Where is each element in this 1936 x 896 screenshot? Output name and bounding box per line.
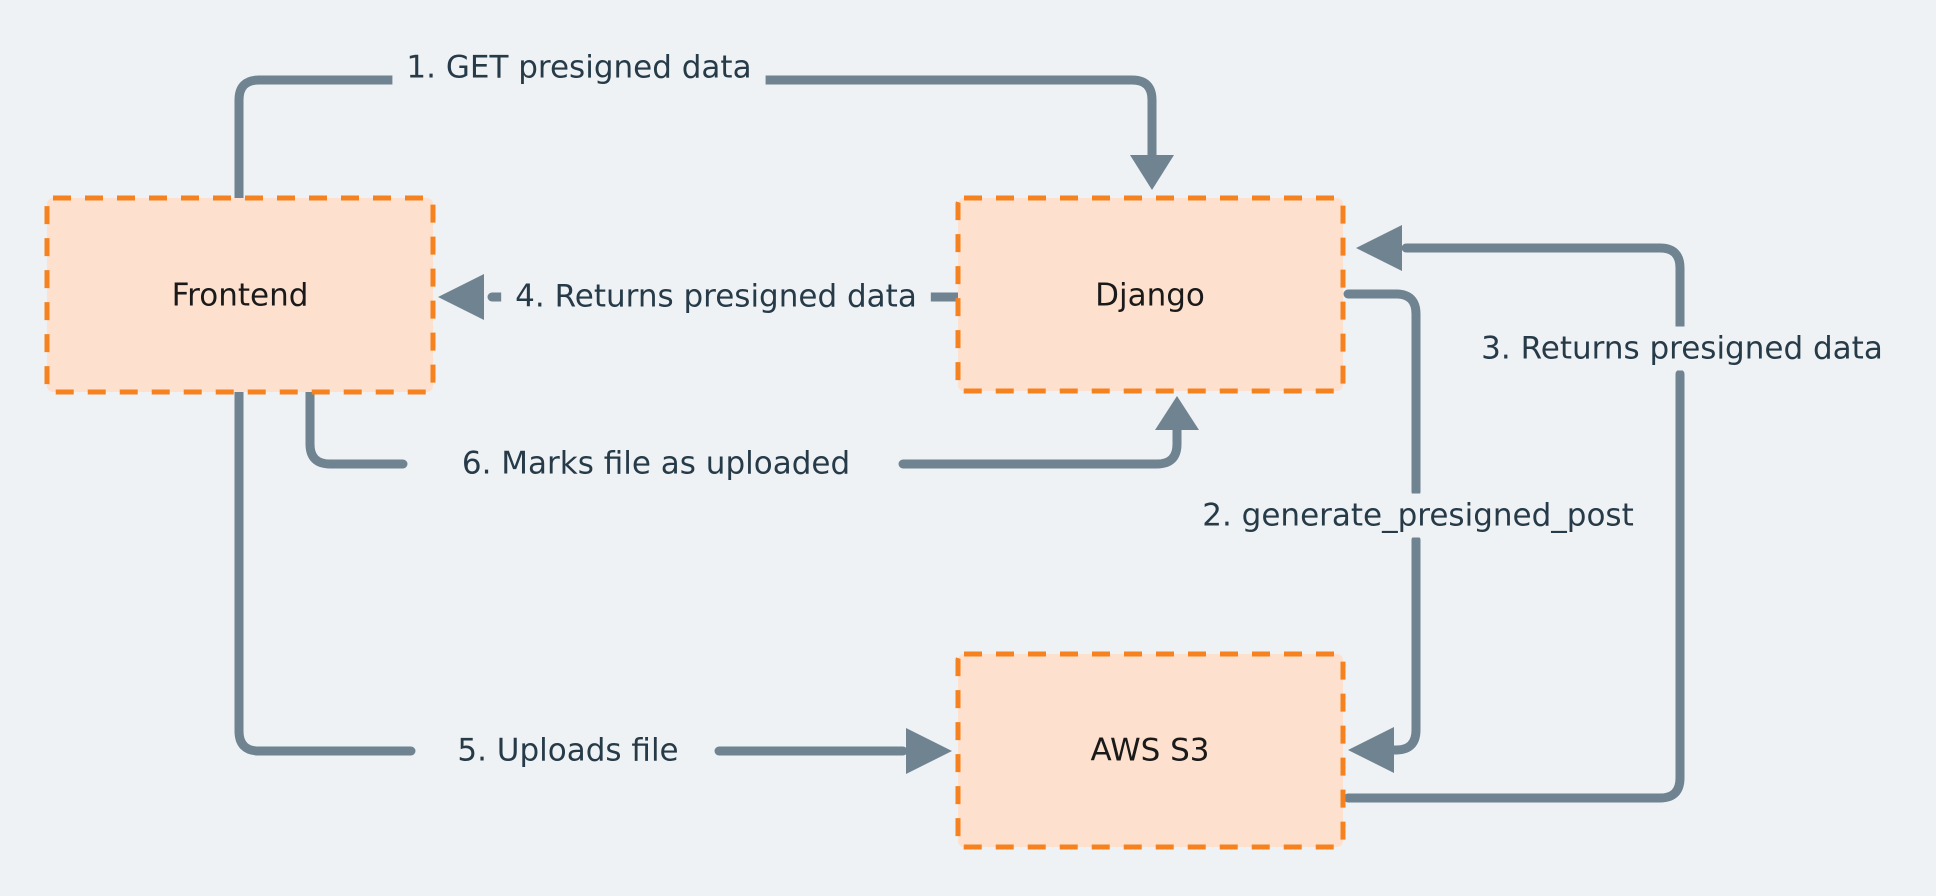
edge-group-6-marks-file-as-uploaded[interactable]: 6. Marks file as uploaded <box>305 387 1199 486</box>
edge-6-path-left <box>305 387 408 469</box>
edge-group-5-uploads-file[interactable]: 5. Uploads file <box>234 387 952 774</box>
edge-2-label-bg <box>1188 493 1648 538</box>
edge-2-arrowhead <box>1348 727 1394 773</box>
edge-3-label: 3. Returns presigned data <box>1481 331 1883 367</box>
node-aws-s3-label: AWS S3 <box>1090 733 1209 769</box>
edge-1-label: 1. GET presigned data <box>406 50 751 86</box>
edge-3-path-bottom <box>1343 369 1685 803</box>
node-django-label: Django <box>1095 278 1205 314</box>
edge-3-label-bg <box>1467 326 1897 371</box>
edge-6-label-bg <box>447 441 865 486</box>
node-aws-s3-rect <box>955 651 1346 850</box>
edge-3-arrowhead <box>1356 225 1402 271</box>
edge-1-arrowhead <box>1130 155 1174 190</box>
node-frontend-rect <box>44 195 436 395</box>
edge-5-arrowhead <box>906 728 952 774</box>
edge-5-label-bg <box>443 728 693 773</box>
node-frontend-label: Frontend <box>172 278 309 314</box>
edge-1-label-bg <box>392 45 766 90</box>
edge-5-label: 5. Uploads file <box>457 733 678 769</box>
edge-6-label: 6. Marks file as uploaded <box>462 446 850 482</box>
edge-2-path-bottom <box>1383 535 1421 755</box>
edge-group-2-generate-presigned-post[interactable]: 2. generate_presigned_post <box>1188 289 1648 773</box>
edge-4-label: 4. Returns presigned data <box>515 279 917 315</box>
node-django[interactable]: Django <box>955 195 1346 394</box>
edge-group-3-returns-presigned-data[interactable]: 3. Returns presigned data <box>1343 225 1897 803</box>
edge-2-path-top <box>1343 289 1421 497</box>
node-django-rect <box>955 195 1346 394</box>
edge-group-1-get-presigned-data[interactable]: 1. GET presigned data <box>234 45 1174 203</box>
edge-6-path-right <box>898 419 1182 469</box>
edge-6-arrowhead <box>1155 396 1199 430</box>
edge-5-path-left <box>234 387 416 756</box>
edge-2-label: 2. generate_presigned_post <box>1202 498 1633 534</box>
edge-4-arrowhead <box>438 274 484 320</box>
node-aws-s3[interactable]: AWS S3 <box>955 651 1346 850</box>
edge-4-label-bg <box>501 274 931 319</box>
node-frontend[interactable]: Frontend <box>44 195 436 395</box>
edge-group-4-returns-presigned-data[interactable]: 4. Returns presigned data <box>438 274 963 320</box>
edge-3-path-top <box>1401 243 1685 331</box>
edge-1-path <box>234 75 1157 203</box>
